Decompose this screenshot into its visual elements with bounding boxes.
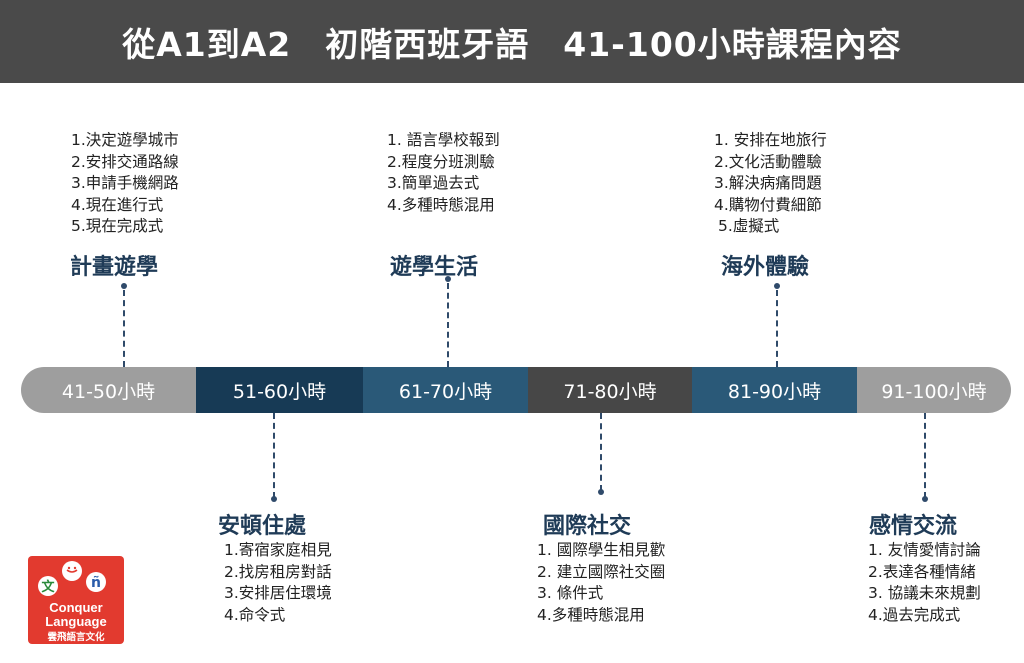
group-title-study-life: 遊學生活 [390,255,479,280]
topic-item: 2.表達各種情緒 [868,562,976,581]
topic-item: 4.購物付費細節 [714,195,822,214]
logo-mark: 文 ñ Conquer Language 雲飛語言文化 [38,561,107,643]
timeline-segment-51-60: 51-60小時 [196,367,363,413]
topic-item: 4.命令式 [224,605,286,624]
topic-item: 5.虛擬式 [718,217,780,235]
topic-item: 2.找房租房對話 [224,562,332,581]
timeline-segment-label: 71-80小時 [563,380,657,403]
topic-list-study-life: 1. 語言學校報到 2.程度分班測驗 3.簡單過去式 4.多種時態混用 [387,130,500,216]
group-title-relationships: 感情交流 [869,514,958,539]
connector-dot [598,489,604,495]
topic-item: 1.決定遊學城市 [71,131,179,149]
topic-list-relationships: 1. 友情愛情討論 2.表達各種情緒 3. 協議未來規劃 4.過去完成式 [868,540,981,626]
logo-brand-zh: 雲飛語言文化 [47,631,105,643]
timeline-segment-label: 51-60小時 [232,380,327,403]
topic-item: 3. 協議未來規劃 [868,584,981,602]
topic-item: 4.現在進行式 [71,195,164,214]
logo-wen-glyph: 文 [41,579,55,595]
topic-item: 5.現在完成式 [71,217,164,235]
connector-dot [445,276,451,282]
topic-item: 2.安排交通路線 [71,152,179,171]
timeline-segment-81-90: 81-90小時 [692,367,857,413]
topic-item: 3.安排居住環境 [224,584,332,602]
connector-dot [922,496,928,502]
header-banner: 從A1到A2 初階西班牙語 41-100小時課程內容 [0,0,1024,83]
group-title-planning: 計畫遊學 [70,255,159,280]
group-title-social: 國際社交 [543,514,632,539]
topic-item: 1. 國際學生相見歡 [537,541,666,559]
timeline-segment-91-100: 91-100小時 [857,367,1011,413]
timeline-segment-label: 91-100小時 [881,380,987,403]
topic-item: 2.程度分班測驗 [387,152,495,171]
topic-list-overseas: 1. 安排在地旅行 2.文化活動體驗 3.解決病痛問題 4.購物付費細節 5.虛… [714,130,827,238]
timeline-segment-label: 81-90小時 [727,380,822,403]
topic-list-social: 1. 國際學生相見歡 2. 建立國際社交圈 3. 條件式 4.多種時態混用 [537,540,665,626]
logo-brand-line2: Language [45,614,106,629]
topic-item: 2.文化活動體驗 [714,152,822,171]
connector-line [600,413,602,491]
group-title-overseas: 海外體驗 [721,255,810,280]
topic-item: 1.寄宿家庭相見 [224,541,332,559]
topic-item: 1. 友情愛情討論 [868,541,981,559]
topic-list-planning: 1.決定遊學城市 2.安排交通路線 3.申請手機網路 4.現在進行式 5.現在完… [71,130,179,238]
timeline-segment-61-70: 61-70小時 [363,367,528,413]
logo-brand-line1: Conquer [49,600,102,615]
topic-item: 3.申請手機網路 [71,174,179,192]
connector-dot [774,283,780,289]
topic-item: 3.簡單過去式 [387,174,480,192]
topic-item: 3.解決病痛問題 [714,174,822,192]
topic-item: 4.多種時態混用 [537,605,645,624]
timeline-segment-label: 41-50小時 [61,380,156,403]
page-title: 從A1到A2 初階西班牙語 41-100小時課程內容 [122,24,902,64]
connector-dot [271,496,277,502]
topic-item: 1. 語言學校報到 [387,131,500,149]
topic-item: 4.多種時態混用 [387,195,495,214]
logo-n-glyph: ñ [91,575,101,591]
topic-item: 2. 建立國際社交圈 [537,562,666,581]
conquer-language-logo: 文 ñ Conquer Language 雲飛語言文化 [28,556,124,644]
group-title-housing: 安頓住處 [218,514,307,539]
connector-line [447,283,449,367]
connector-line [123,290,125,367]
timeline-segment-71-80: 71-80小時 [528,367,692,413]
topic-list-housing: 1.寄宿家庭相見 2.找房租房對話 3.安排居住環境 4.命令式 [224,540,332,626]
topic-item: 1. 安排在地旅行 [714,131,827,149]
connector-line [924,413,926,498]
connector-dot [121,283,127,289]
topic-item: 4.過去完成式 [868,605,961,624]
timeline-segment-41-50: 41-50小時 [21,367,196,413]
topic-item: 3. 條件式 [537,584,604,602]
connector-line [776,290,778,367]
connector-line [273,413,275,498]
timeline-segment-label: 61-70小時 [398,380,493,403]
